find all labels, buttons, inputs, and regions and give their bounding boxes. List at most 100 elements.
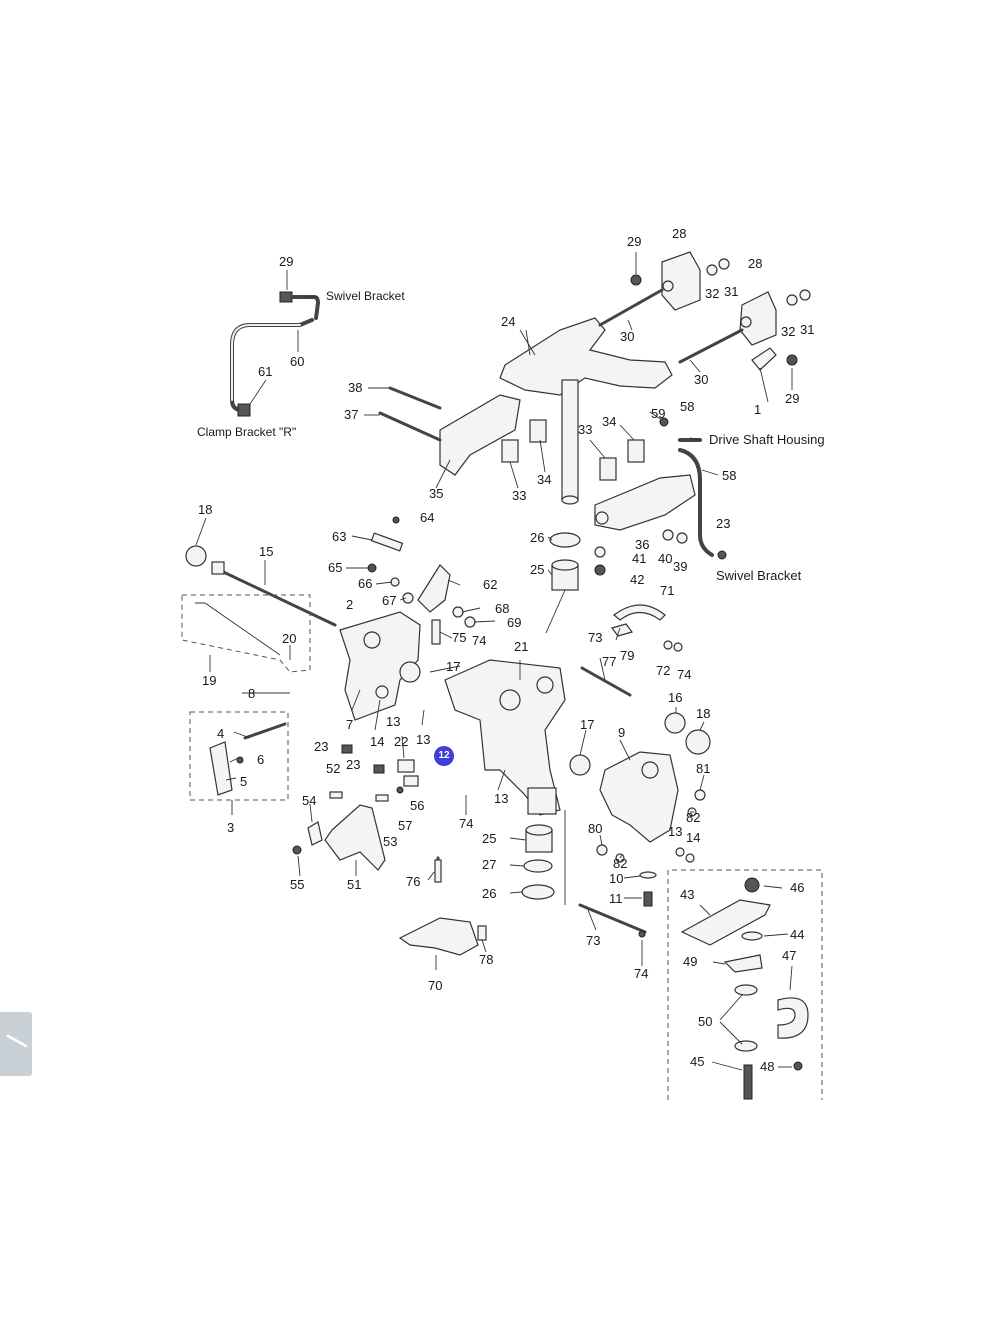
callout-63: 63 xyxy=(332,529,346,544)
callout-31: 31 xyxy=(724,284,738,299)
callout-30: 30 xyxy=(694,372,708,387)
callout-65: 65 xyxy=(328,560,342,575)
callout-62: 62 xyxy=(483,577,497,592)
callout-74: 74 xyxy=(459,816,473,831)
callout-58: 58 xyxy=(680,399,694,414)
callout-23: 23 xyxy=(716,516,730,531)
steering-arm-24 xyxy=(499,317,673,505)
bushing-25-upper xyxy=(551,559,579,591)
callout-28: 28 xyxy=(748,256,762,271)
callout-33: 33 xyxy=(512,488,526,503)
callout-17: 17 xyxy=(446,659,460,674)
callout-11: 11 xyxy=(609,891,623,906)
washer-26-upper xyxy=(549,532,581,548)
callout-39: 39 xyxy=(673,559,687,574)
callout-70: 70 xyxy=(428,978,442,993)
callout-4: 4 xyxy=(217,726,224,741)
callout-21: 21 xyxy=(514,639,528,654)
caption-clamp-bracket-r: Clamp Bracket "R" xyxy=(197,425,296,439)
callout-29: 29 xyxy=(279,254,293,269)
callout-1: 1 xyxy=(754,402,761,417)
fasteners-lower-right xyxy=(564,810,657,938)
swivel-bracket-21 xyxy=(444,659,566,816)
washer-27 xyxy=(523,859,553,873)
callout-15: 15 xyxy=(259,544,273,559)
callout-64: 64 xyxy=(420,510,434,525)
bracket-51 xyxy=(292,804,386,871)
callout-25: 25 xyxy=(482,831,496,846)
callout-22: 22 xyxy=(394,734,408,749)
callout-17: 17 xyxy=(580,717,594,732)
callout-74: 74 xyxy=(634,966,648,981)
callout-67: 67 xyxy=(382,593,396,608)
callout-59: 59 xyxy=(651,406,665,421)
callout-51: 51 xyxy=(347,877,361,892)
latch-box-3 xyxy=(189,711,289,801)
callout-53: 53 xyxy=(383,834,397,849)
callout-74: 74 xyxy=(472,633,486,648)
callout-36: 36 xyxy=(635,537,649,552)
callout-42: 42 xyxy=(630,572,644,587)
lower-mount-36 xyxy=(594,417,727,576)
tilt-rod-box-19 xyxy=(181,594,311,673)
linkage-71 xyxy=(580,604,683,697)
leader-lines xyxy=(195,252,793,1071)
bracket-9 xyxy=(569,712,711,863)
callout-14: 14 xyxy=(370,734,384,749)
callout-79: 79 xyxy=(620,648,634,663)
lever-62 xyxy=(367,516,476,645)
callout-28: 28 xyxy=(672,226,686,241)
callout-13: 13 xyxy=(494,791,508,806)
callout-73: 73 xyxy=(588,630,602,645)
callout-3: 3 xyxy=(227,820,234,835)
callout-82: 82 xyxy=(686,810,700,825)
callout-78: 78 xyxy=(479,952,493,967)
callout-32: 32 xyxy=(781,324,795,339)
callout-41: 41 xyxy=(632,551,646,566)
through-tube-15 xyxy=(185,545,337,627)
callout-47: 47 xyxy=(782,948,796,963)
callout-60: 60 xyxy=(290,354,304,369)
callout-30: 30 xyxy=(620,329,634,344)
mount-28-upper xyxy=(598,251,730,327)
callout-55: 55 xyxy=(290,877,304,892)
callout-2: 2 xyxy=(346,597,353,612)
callout-27: 27 xyxy=(482,857,496,872)
caption-swivel-bracket-right: Swivel Bracket xyxy=(716,568,802,583)
callout-18: 18 xyxy=(198,502,212,517)
callout-32: 32 xyxy=(705,286,719,301)
callout-13: 13 xyxy=(386,714,400,729)
selected-part-marker[interactable]: 12 xyxy=(434,746,454,766)
callout-10: 10 xyxy=(609,871,623,886)
callout-13: 13 xyxy=(668,824,682,839)
callout-72: 72 xyxy=(656,663,670,678)
callout-82: 82 xyxy=(613,856,627,871)
mount-28-lower xyxy=(678,289,811,371)
clamp-bracket-2 xyxy=(339,611,421,721)
callout-46: 46 xyxy=(790,880,804,895)
callout-8: 8 xyxy=(248,686,255,701)
callout-14: 14 xyxy=(686,830,700,845)
callout-7: 7 xyxy=(346,717,353,732)
callout-23: 23 xyxy=(346,757,360,772)
caption-swivel-bracket-top: Swivel Bracket xyxy=(326,289,405,303)
callout-9: 9 xyxy=(618,725,625,740)
callout-61: 61 xyxy=(258,364,272,379)
callout-69: 69 xyxy=(507,615,521,630)
washer-26-lower xyxy=(521,884,555,900)
side-panel-tab[interactable] xyxy=(0,1012,32,1076)
callout-77: 77 xyxy=(602,654,616,669)
callout-13: 13 xyxy=(416,732,430,747)
callout-58: 58 xyxy=(722,468,736,483)
callout-29: 29 xyxy=(785,391,799,406)
callout-40: 40 xyxy=(658,551,672,566)
upper-mount-35 xyxy=(378,386,645,481)
callout-34: 34 xyxy=(602,414,616,429)
callout-71: 71 xyxy=(660,583,674,598)
callout-34: 34 xyxy=(537,472,551,487)
callout-26: 26 xyxy=(482,886,496,901)
callout-38: 38 xyxy=(348,380,362,395)
bushing-25-lower xyxy=(525,824,553,853)
lever-70 xyxy=(398,856,487,956)
callout-37: 37 xyxy=(344,407,358,422)
